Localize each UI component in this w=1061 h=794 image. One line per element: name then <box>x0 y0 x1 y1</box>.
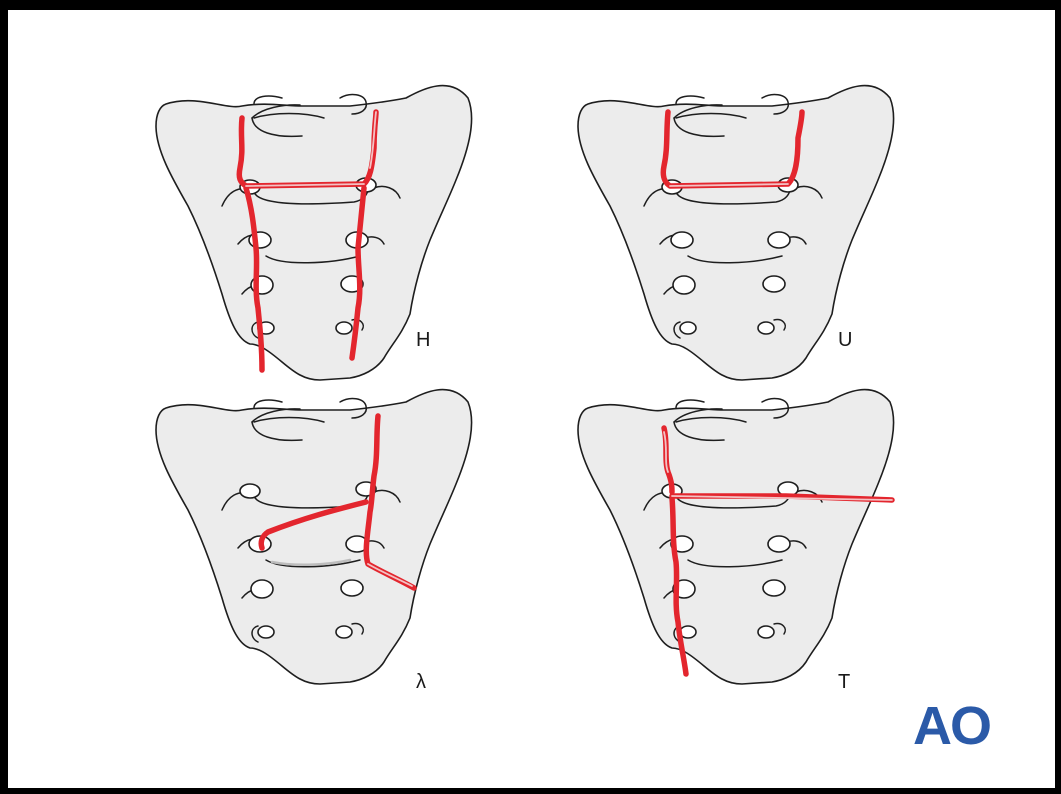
panel-t: T <box>578 390 894 693</box>
panel-label-lambda: λ <box>416 671 426 693</box>
panel-label-t: T <box>838 671 850 693</box>
panel-label-h: H <box>416 329 430 351</box>
panel-h: H <box>156 86 472 380</box>
sacrum-outline <box>578 390 894 684</box>
ao-logo-text: AO <box>913 696 990 756</box>
panel-u: U <box>578 86 894 380</box>
diagram-canvas: H U λ T AO <box>8 10 1055 788</box>
panel-lambda: λ <box>156 390 472 693</box>
sacrum-fracture-diagram: H U λ T AO <box>8 10 1055 788</box>
sacrum-outline <box>156 390 472 684</box>
panel-label-u: U <box>838 329 852 351</box>
ao-logo: AO <box>913 696 990 756</box>
